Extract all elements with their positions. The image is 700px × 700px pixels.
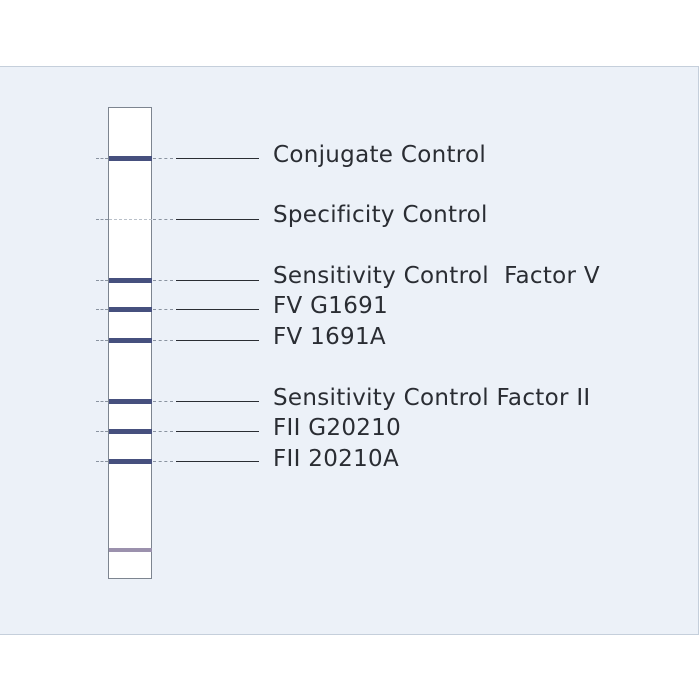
label-sensitivity-control-factor-v: Sensitivity Control Factor V	[273, 263, 600, 289]
tick-left-fv-g1691	[96, 309, 108, 310]
tick-right-fii-20210a	[153, 461, 173, 462]
tick-right-conjugate-control	[153, 158, 173, 159]
label-fv-1691a: FV 1691A	[273, 324, 386, 350]
band-conjugate-control	[109, 156, 152, 161]
band-fv-g1691	[109, 307, 152, 312]
tick-left-fii-g20210	[96, 431, 108, 432]
leader-line-sensitivity-control-factor-ii	[176, 401, 259, 402]
tick-right-fii-g20210	[153, 431, 173, 432]
label-fii-g20210: FII G20210	[273, 415, 402, 441]
leader-line-fii-g20210	[176, 431, 259, 432]
leader-line-conjugate-control	[176, 158, 259, 159]
band-sensitivity-control-factor-ii	[109, 399, 152, 404]
leader-line-specificity-control	[176, 219, 259, 220]
leader-line-fv-g1691	[176, 309, 259, 310]
band-bottom-marker	[109, 548, 152, 552]
band-position-specificity-control	[109, 219, 152, 220]
tick-left-fv-1691a	[96, 340, 108, 341]
band-fv-1691a	[109, 338, 152, 343]
tick-left-fii-20210a	[96, 461, 108, 462]
band-fii-20210a	[109, 459, 152, 464]
label-fii-20210a: FII 20210A	[273, 446, 400, 472]
tick-right-specificity-control	[153, 219, 173, 220]
label-specificity-control: Specificity Control	[273, 202, 488, 228]
tick-left-sensitivity-control-factor-ii	[96, 401, 108, 402]
test-strip	[108, 107, 152, 579]
tick-right-sensitivity-control-factor-ii	[153, 401, 173, 402]
leader-line-fii-20210a	[176, 461, 259, 462]
tick-left-conjugate-control	[96, 158, 108, 159]
tick-right-fv-g1691	[153, 309, 173, 310]
leader-line-fv-1691a	[176, 340, 259, 341]
tick-right-sensitivity-control-factor-v	[153, 280, 173, 281]
tick-right-fv-1691a	[153, 340, 173, 341]
label-sensitivity-control-factor-ii: Sensitivity Control Factor II	[273, 385, 591, 411]
label-fv-g1691: FV G1691	[273, 293, 389, 319]
leader-line-sensitivity-control-factor-v	[176, 280, 259, 281]
band-sensitivity-control-factor-v	[109, 278, 152, 283]
tick-left-sensitivity-control-factor-v	[96, 280, 108, 281]
label-conjugate-control: Conjugate Control	[273, 142, 487, 168]
band-fii-g20210	[109, 429, 152, 434]
tick-left-specificity-control	[96, 219, 108, 220]
